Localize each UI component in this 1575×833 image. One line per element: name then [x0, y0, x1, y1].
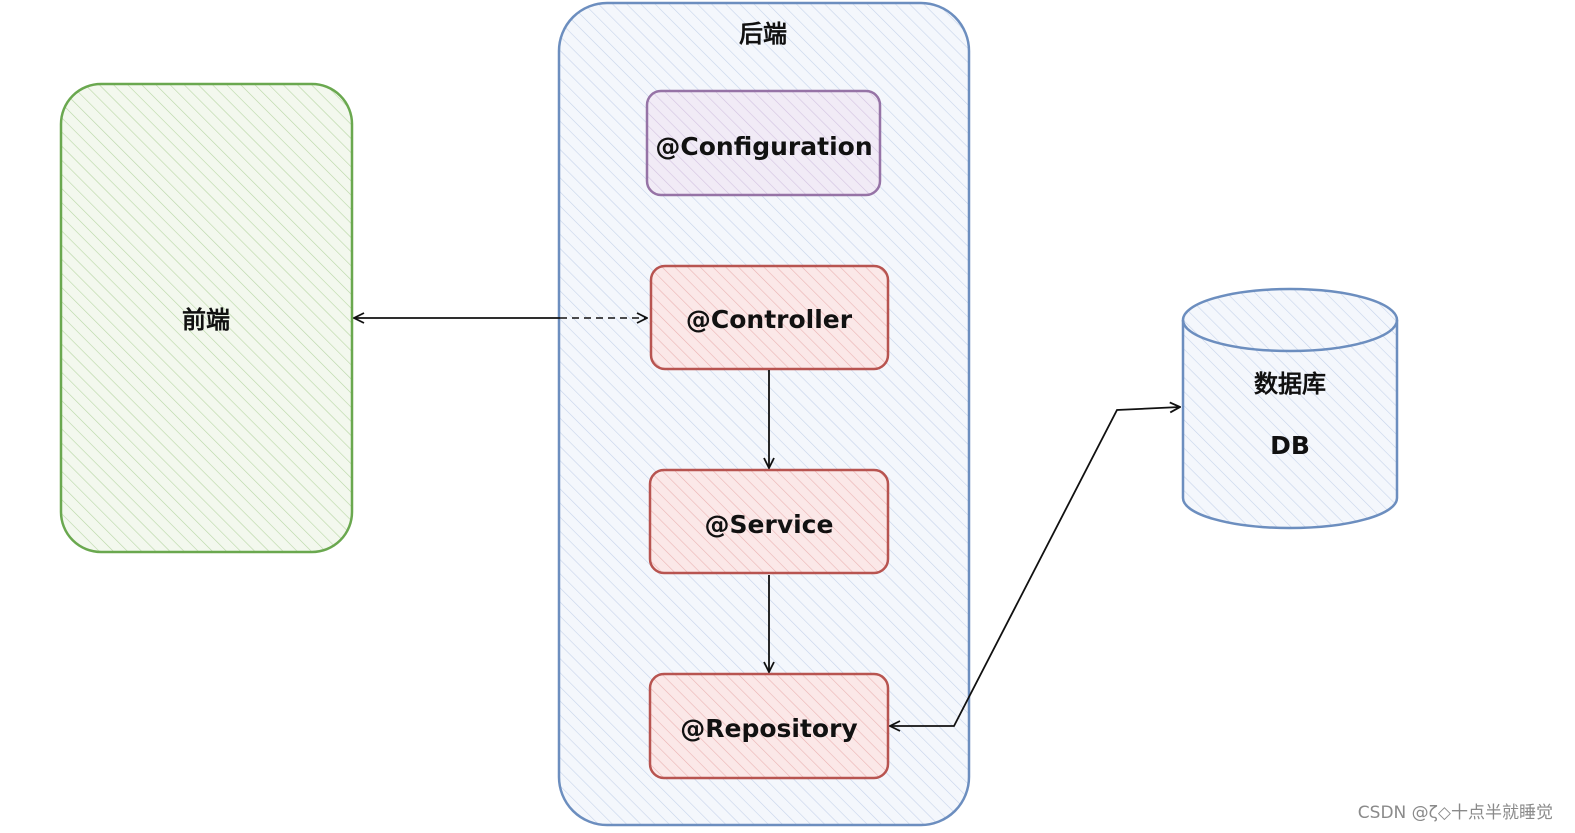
frontend-box: 前端	[59, 82, 354, 554]
controller-label: @Controller	[686, 305, 853, 334]
configuration-box-border	[645, 89, 882, 197]
database-top	[1181, 287, 1399, 353]
configuration-box-hatch	[647, 91, 880, 195]
frontend-box-border	[59, 82, 354, 554]
repository-box-border	[648, 672, 890, 780]
repository-box: @Repository	[648, 672, 890, 780]
watermark: CSDN @ζ◇十点半就睡觉	[1357, 803, 1553, 823]
configuration-box: @Configuration	[645, 89, 882, 197]
backend-label: 后端	[739, 20, 787, 48]
service-label: @Service	[705, 510, 834, 539]
repository-label: @Repository	[680, 714, 857, 743]
backend-container-hatch	[559, 3, 969, 825]
service-box: @Service	[648, 468, 890, 575]
database-cylinder: 数据库 DB	[1181, 287, 1399, 530]
edges	[354, 318, 1180, 726]
service-box-hatch	[650, 470, 888, 573]
backend-container: 后端	[557, 1, 971, 827]
database-body-hatch	[1183, 290, 1397, 528]
controller-box-hatch	[651, 266, 888, 369]
database-body-border	[1181, 320, 1399, 530]
frontend-box-hatch	[61, 84, 352, 552]
database-label: 数据库	[1254, 370, 1326, 398]
edge-repository-database	[890, 407, 1180, 726]
frontend-label: 前端	[182, 306, 230, 334]
repository-box-hatch	[650, 674, 888, 778]
service-box-border	[648, 468, 890, 575]
controller-box: @Controller	[649, 264, 890, 371]
database-sublabel: DB	[1270, 431, 1310, 460]
configuration-label: @Configuration	[655, 132, 872, 161]
controller-box-border	[649, 264, 890, 371]
